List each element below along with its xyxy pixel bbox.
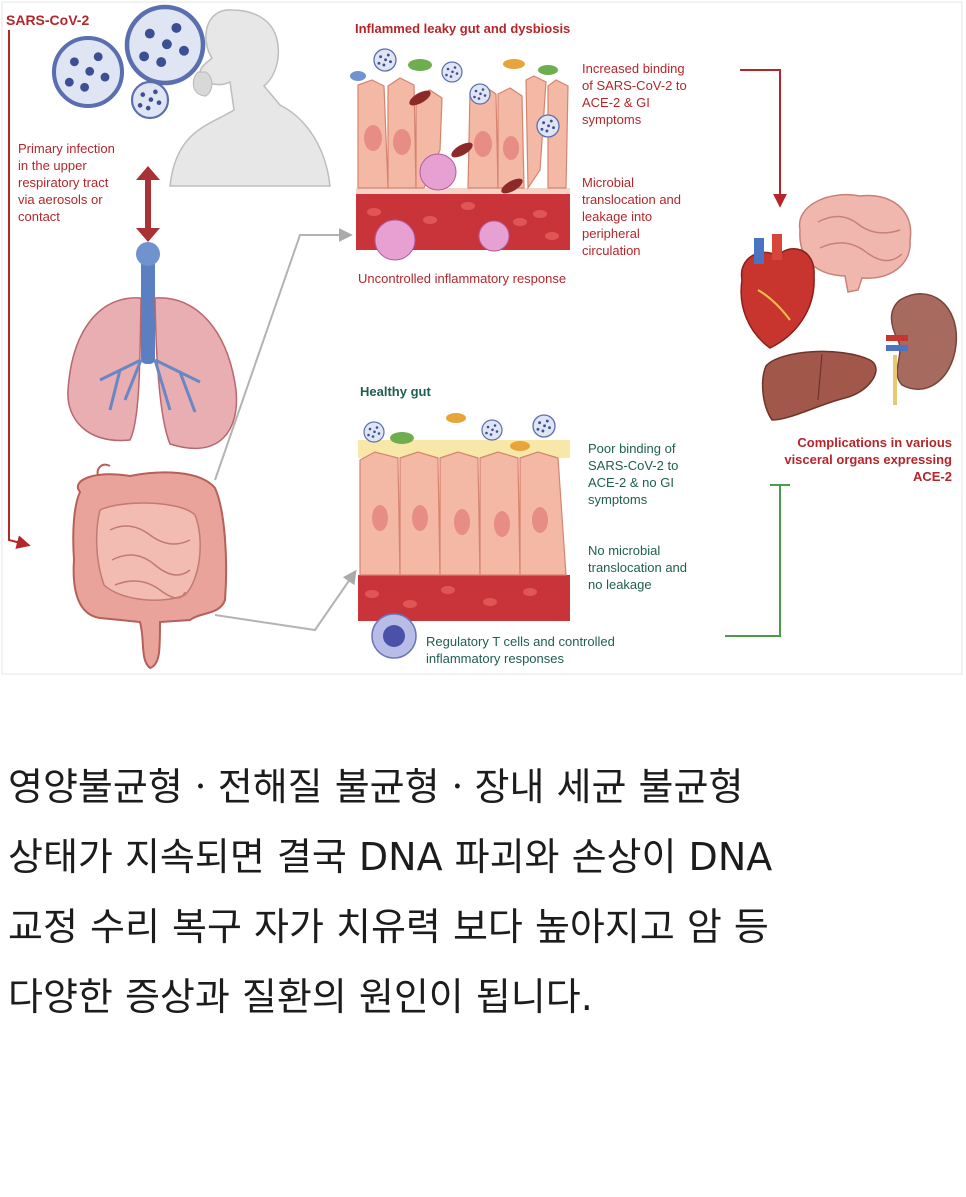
regulatory-t-cells-label: Regulatory T cells and controlled inflam… bbox=[426, 634, 615, 666]
covid-gut-diagram: SARS-CoV-2 Primary infection in the uppe… bbox=[1, 0, 963, 675]
complications-label: Complications in various visceral organs… bbox=[784, 435, 952, 484]
virus-icon bbox=[132, 82, 168, 118]
to-healthy-arrow bbox=[214, 569, 357, 632]
healthy-gut-title: Healthy gut bbox=[360, 384, 431, 399]
increased-binding-label: Increased binding of SARS-CoV-2 to ACE-2… bbox=[582, 61, 687, 127]
healthy-gut-panel bbox=[358, 413, 570, 659]
infection-path-arrow bbox=[8, 30, 31, 549]
coughing-person-illustration bbox=[169, 9, 331, 187]
virus-icon bbox=[127, 7, 203, 83]
uncontrolled-response-label: Uncontrolled inflammatory response bbox=[358, 271, 567, 286]
kidney-illustration bbox=[886, 293, 958, 405]
virus-icon bbox=[54, 38, 122, 106]
sars-cov2-label: SARS-CoV-2 bbox=[6, 12, 90, 28]
heart-illustration bbox=[740, 234, 815, 349]
lungs-illustration bbox=[67, 242, 238, 450]
brain-illustration bbox=[798, 194, 912, 293]
inflamed-gut-title: Inflammed leaky gut and dysbiosis bbox=[355, 21, 571, 36]
no-microbial-label: No microbial translocation and no leakag… bbox=[588, 543, 688, 592]
caption-line: 다양한 증상과 질환의 원인이 됩니다. bbox=[8, 975, 593, 1019]
microbial-translocation-label: Microbial translocation and leakage into… bbox=[582, 175, 682, 258]
inhibition-line bbox=[725, 485, 781, 637]
caption-line: 상태가 지속되면 결국 DNA 파괴와 손상이 DNA bbox=[8, 835, 773, 879]
primary-infection-label: Primary infection in the upper respirato… bbox=[18, 141, 115, 224]
caption-line: 영양불균형ㆍ전해질 불균형ㆍ장내 세균 불균형 bbox=[8, 765, 744, 809]
to-inflamed-arrow bbox=[214, 228, 353, 481]
inflamed-gut-panel bbox=[350, 49, 570, 261]
caption-line: 교정 수리 복구 자가 치유력 보다 높아지고 암 등 bbox=[8, 905, 769, 949]
poor-binding-label: Poor binding of SARS-CoV-2 to ACE-2 & no… bbox=[588, 441, 679, 507]
caption-text: 영양불균형ㆍ전해질 불균형ㆍ장내 세균 불균형 상태가 지속되면 결국 DNA … bbox=[8, 752, 958, 1032]
intestine-illustration bbox=[72, 463, 228, 670]
double-arrow-icon bbox=[136, 166, 160, 242]
to-organs-arrow bbox=[740, 69, 787, 208]
diagram-artwork bbox=[1, 0, 963, 675]
liver-illustration bbox=[761, 350, 877, 421]
